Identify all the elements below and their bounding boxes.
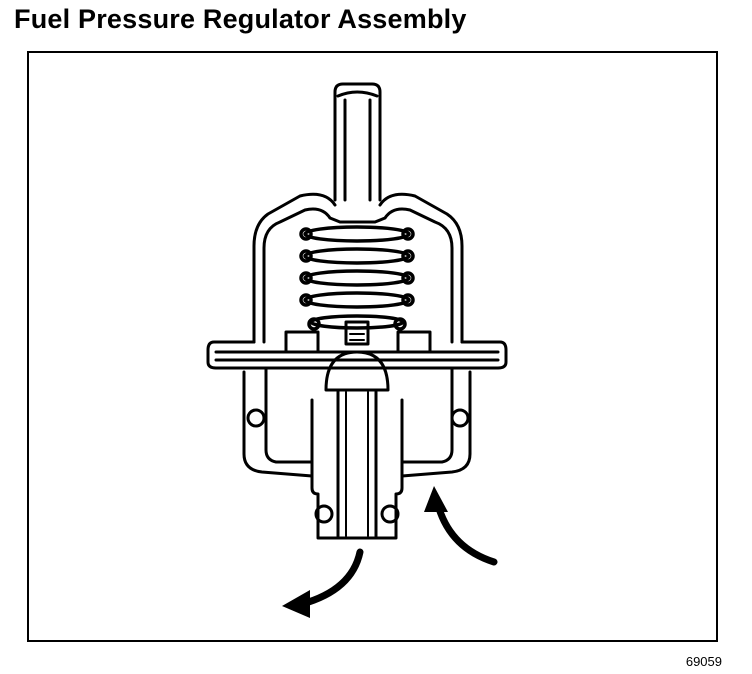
- figure-number: 69059: [685, 654, 722, 669]
- page-title: Fuel Pressure Regulator Assembly: [14, 4, 467, 34]
- diagram-frame: [27, 51, 718, 642]
- lower-housing: [242, 366, 472, 478]
- valve-assembly: [324, 320, 390, 392]
- vacuum-nipple: [333, 82, 382, 202]
- outlet-tube: [310, 390, 404, 540]
- fuel-inlet-arrow-icon: [424, 486, 498, 566]
- spring: [299, 225, 415, 331]
- upper-housing: [252, 192, 464, 344]
- fuel-outlet-arrow-icon: [282, 548, 364, 618]
